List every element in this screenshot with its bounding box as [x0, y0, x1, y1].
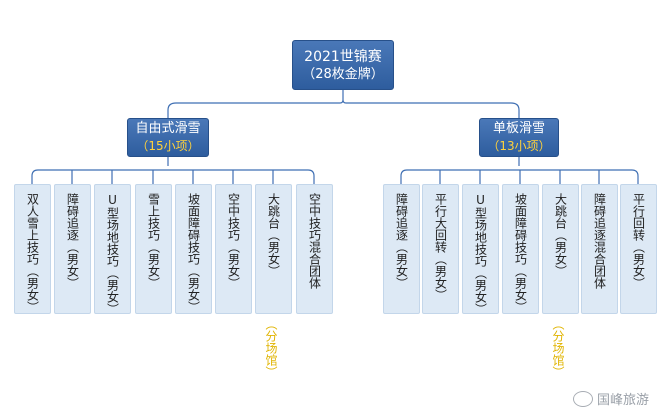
event-label: 障碍追逐（男女）: [394, 193, 409, 289]
event-label: 大跳台（男女）: [266, 193, 281, 277]
event-item: 平行大回转（男女）: [422, 184, 459, 314]
event-label: 双人雪上技巧（男女）: [25, 193, 40, 313]
weibo-logo-icon: [572, 390, 593, 407]
event-item: 坡面障碍技巧（男女）: [175, 184, 212, 314]
connector-left-bus: [31, 157, 315, 184]
event-label: 障碍追逐混合团体: [592, 193, 607, 289]
event-item: U型场地技巧（男女）: [462, 184, 499, 315]
event-item: 平行回转（男女）: [620, 184, 657, 314]
venue-note: （分场馆）: [551, 318, 565, 378]
event-label: 雪上技巧（男女）: [146, 193, 161, 289]
event-item: 障碍追逐（男女）: [383, 184, 420, 314]
event-label: 平行大回转（男女）: [433, 193, 448, 301]
event-item: 障碍追逐（男女）: [54, 184, 91, 314]
event-item: 空中技巧混合团体: [296, 184, 333, 314]
event-label: 障碍追逐（男女）: [65, 193, 80, 289]
branch-title: 自由式滑雪: [135, 121, 201, 136]
event-item: 大跳台（男女）: [542, 184, 579, 314]
branch-subtitle: （13小项）: [487, 139, 551, 153]
event-label: U型场地技巧（男女）: [105, 193, 120, 315]
branch-subtitle: （15小项）: [136, 139, 200, 153]
event-item: 雪上技巧（男女）: [135, 184, 172, 314]
branch-title: 单板滑雪: [492, 121, 545, 136]
root-node: 2021世锦赛 （28枚金牌）: [292, 40, 394, 90]
branch-freestyle-skiing: 自由式滑雪 （15小项）: [127, 118, 209, 157]
event-item: 双人雪上技巧（男女）: [14, 184, 51, 314]
venue-note: （分场馆）: [264, 318, 278, 378]
event-label: 平行回转（男女）: [631, 193, 646, 289]
event-item: 障碍追逐混合团体: [581, 184, 618, 314]
connector-root-left: [167, 90, 344, 118]
event-item: 大跳台（男女）: [255, 184, 292, 314]
event-label: 空中技巧（男女）: [226, 193, 241, 289]
event-item: U型场地技巧（男女）: [94, 184, 131, 315]
event-label: 空中技巧混合团体: [307, 193, 322, 289]
event-label: U型场地技巧（男女）: [473, 193, 488, 315]
event-item: 空中技巧（男女）: [215, 184, 252, 314]
event-label: 坡面障碍技巧（男女）: [186, 193, 201, 313]
event-label: 坡面障碍技巧（男女）: [513, 193, 528, 313]
branch-snowboard: 单板滑雪 （13小项）: [479, 118, 559, 157]
root-title: 2021世锦赛: [304, 48, 382, 65]
connector-root-right: [342, 99, 520, 118]
root-subtitle: （28枚金牌）: [302, 66, 384, 82]
watermark-text: 国峰旅游: [596, 393, 649, 408]
event-item: 坡面障碍技巧（男女）: [502, 184, 539, 314]
watermark: 国峰旅游: [572, 389, 649, 408]
event-label: 大跳台（男女）: [553, 193, 568, 277]
